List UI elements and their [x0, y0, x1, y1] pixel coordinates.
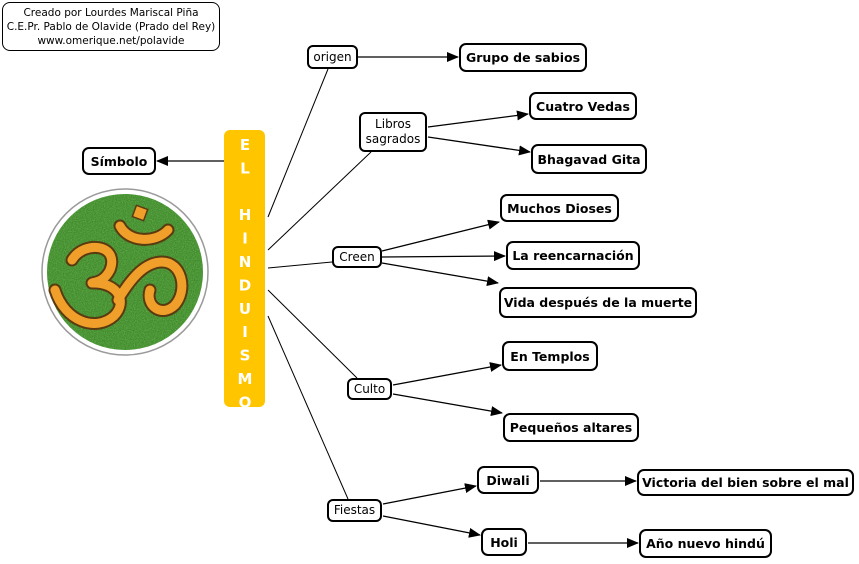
connector-center-creen [267, 261, 333, 269]
arrow-creen-vida [381, 262, 499, 287]
linker-libros-sagrados[interactable]: Libros sagrados [359, 112, 427, 152]
credits-author: Creado por Lourdes Mariscal Piña [23, 6, 199, 19]
concept-label: Pequeños altares [509, 420, 633, 435]
concept-en-templos[interactable]: En Templos [502, 341, 598, 371]
concept-vida-despues-de-la-muerte[interactable]: Vida después de la muerte [499, 287, 697, 318]
concept-muchos-dioses[interactable]: Muchos Dioses [500, 194, 619, 222]
concept-victoria-del-bien[interactable]: Victoria del bien sobre el mal [637, 469, 854, 496]
credits-school: C.E.Pr. Pablo de Olavide (Prado del Rey) [6, 20, 216, 33]
arrow-fiestas-holi [382, 515, 481, 538]
linker-label: Libros sagrados [365, 117, 421, 146]
linker-creen[interactable]: Creen [332, 246, 382, 268]
concept-label: Símbolo [90, 153, 148, 169]
arrow-libros-bhagavad [427, 136, 531, 156]
connector-center-libros [267, 151, 372, 251]
credits-website[interactable]: www.omerique.net/polavide [37, 34, 185, 47]
concept-label: Cuatro Vedas [536, 98, 630, 114]
om-symbol-icon [41, 188, 209, 356]
linker-culto[interactable]: Culto [347, 378, 392, 400]
linker-origen[interactable]: origen [307, 45, 358, 69]
concept-label: Victoria del bien sobre el mal [642, 475, 849, 490]
arrow-culto-altares [392, 393, 503, 417]
concept-label: Grupo de sabios [465, 50, 581, 65]
concept-pequenos-altares[interactable]: Pequeños altares [503, 413, 639, 442]
central-concept[interactable]: EL HINDUISMO [224, 130, 265, 417]
concept-grupo-de-sabios[interactable]: Grupo de sabios [459, 43, 587, 72]
linker-label: Fiestas [333, 503, 376, 517]
connector-center-origen [267, 68, 329, 218]
linker-fiestas[interactable]: Fiestas [327, 499, 382, 522]
arrow-creen-reencarnacion [381, 251, 506, 262]
connector-center-fiestas [267, 315, 349, 500]
concept-diwali[interactable]: Diwali [477, 466, 539, 494]
concept-bhagavad-gita[interactable]: Bhagavad Gita [531, 144, 647, 174]
concept-label: Bhagavad Gita [537, 151, 641, 167]
concept-ano-nuevo-hindu[interactable]: Año nuevo hindú [639, 529, 772, 558]
central-concept-title: EL HINDUISMO [236, 136, 254, 417]
credits-box: Creado por Lourdes Mariscal Piña C.E.Pr.… [2, 2, 220, 51]
arrow-fiestas-diwali [382, 483, 477, 505]
concept-holi[interactable]: Holi [481, 528, 527, 556]
concept-label: Vida después de la muerte [503, 295, 693, 310]
concept-simbolo[interactable]: Símbolo [82, 147, 156, 175]
arrow-creen-dioses [381, 219, 500, 252]
arrow-libros-cuatro-vedas [427, 110, 529, 128]
concept-label: La reencarnación [512, 248, 634, 263]
connector-center-culto [267, 289, 358, 379]
linker-label: Creen [339, 249, 375, 264]
concept-cuatro-vedas[interactable]: Cuatro Vedas [529, 92, 637, 120]
arrow-culto-templos [392, 362, 502, 386]
linker-label: origen [313, 49, 352, 64]
concept-label: Muchos Dioses [507, 200, 612, 216]
concept-label: En Templos [510, 348, 590, 364]
linker-label: Culto [353, 381, 386, 396]
concept-la-reencarnacion[interactable]: La reencarnación [506, 241, 640, 270]
concept-label: Holi [490, 534, 518, 550]
concept-label: Diwali [486, 472, 530, 488]
concept-label: Año nuevo hindú [646, 536, 765, 551]
